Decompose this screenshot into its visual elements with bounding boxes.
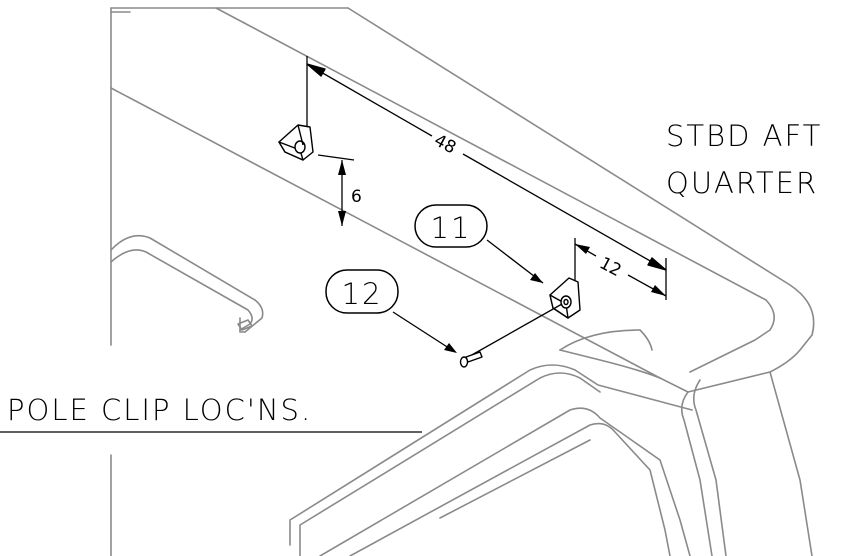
drawing-title: POLE CLIP LOC'NS. [7,393,312,427]
dimension-offset-label: 12 [596,253,624,281]
callout-11-bubble [414,204,488,248]
callout-12-label: 12 [342,277,383,311]
dimension-height-label: 6 [351,187,362,207]
callout-12-bubble [325,269,399,314]
title-label: POLE CLIP LOC'NS. [0,393,422,433]
hull-outline [110,7,815,556]
dimension-offset: 12 [574,238,667,297]
pole-clip-lower [549,277,581,319]
pole-clip-upper [278,124,314,161]
location-label-line2: QUARTER [666,166,818,200]
callout-11-label: 11 [431,211,472,245]
location-label-line1: STBD AFT [666,119,822,153]
location-label: STBD AFT QUARTER [666,119,822,200]
screw [459,303,563,368]
callout-11: 11 [414,204,544,284]
callout-12: 12 [325,269,457,353]
dimension-height: 6 [317,154,362,226]
